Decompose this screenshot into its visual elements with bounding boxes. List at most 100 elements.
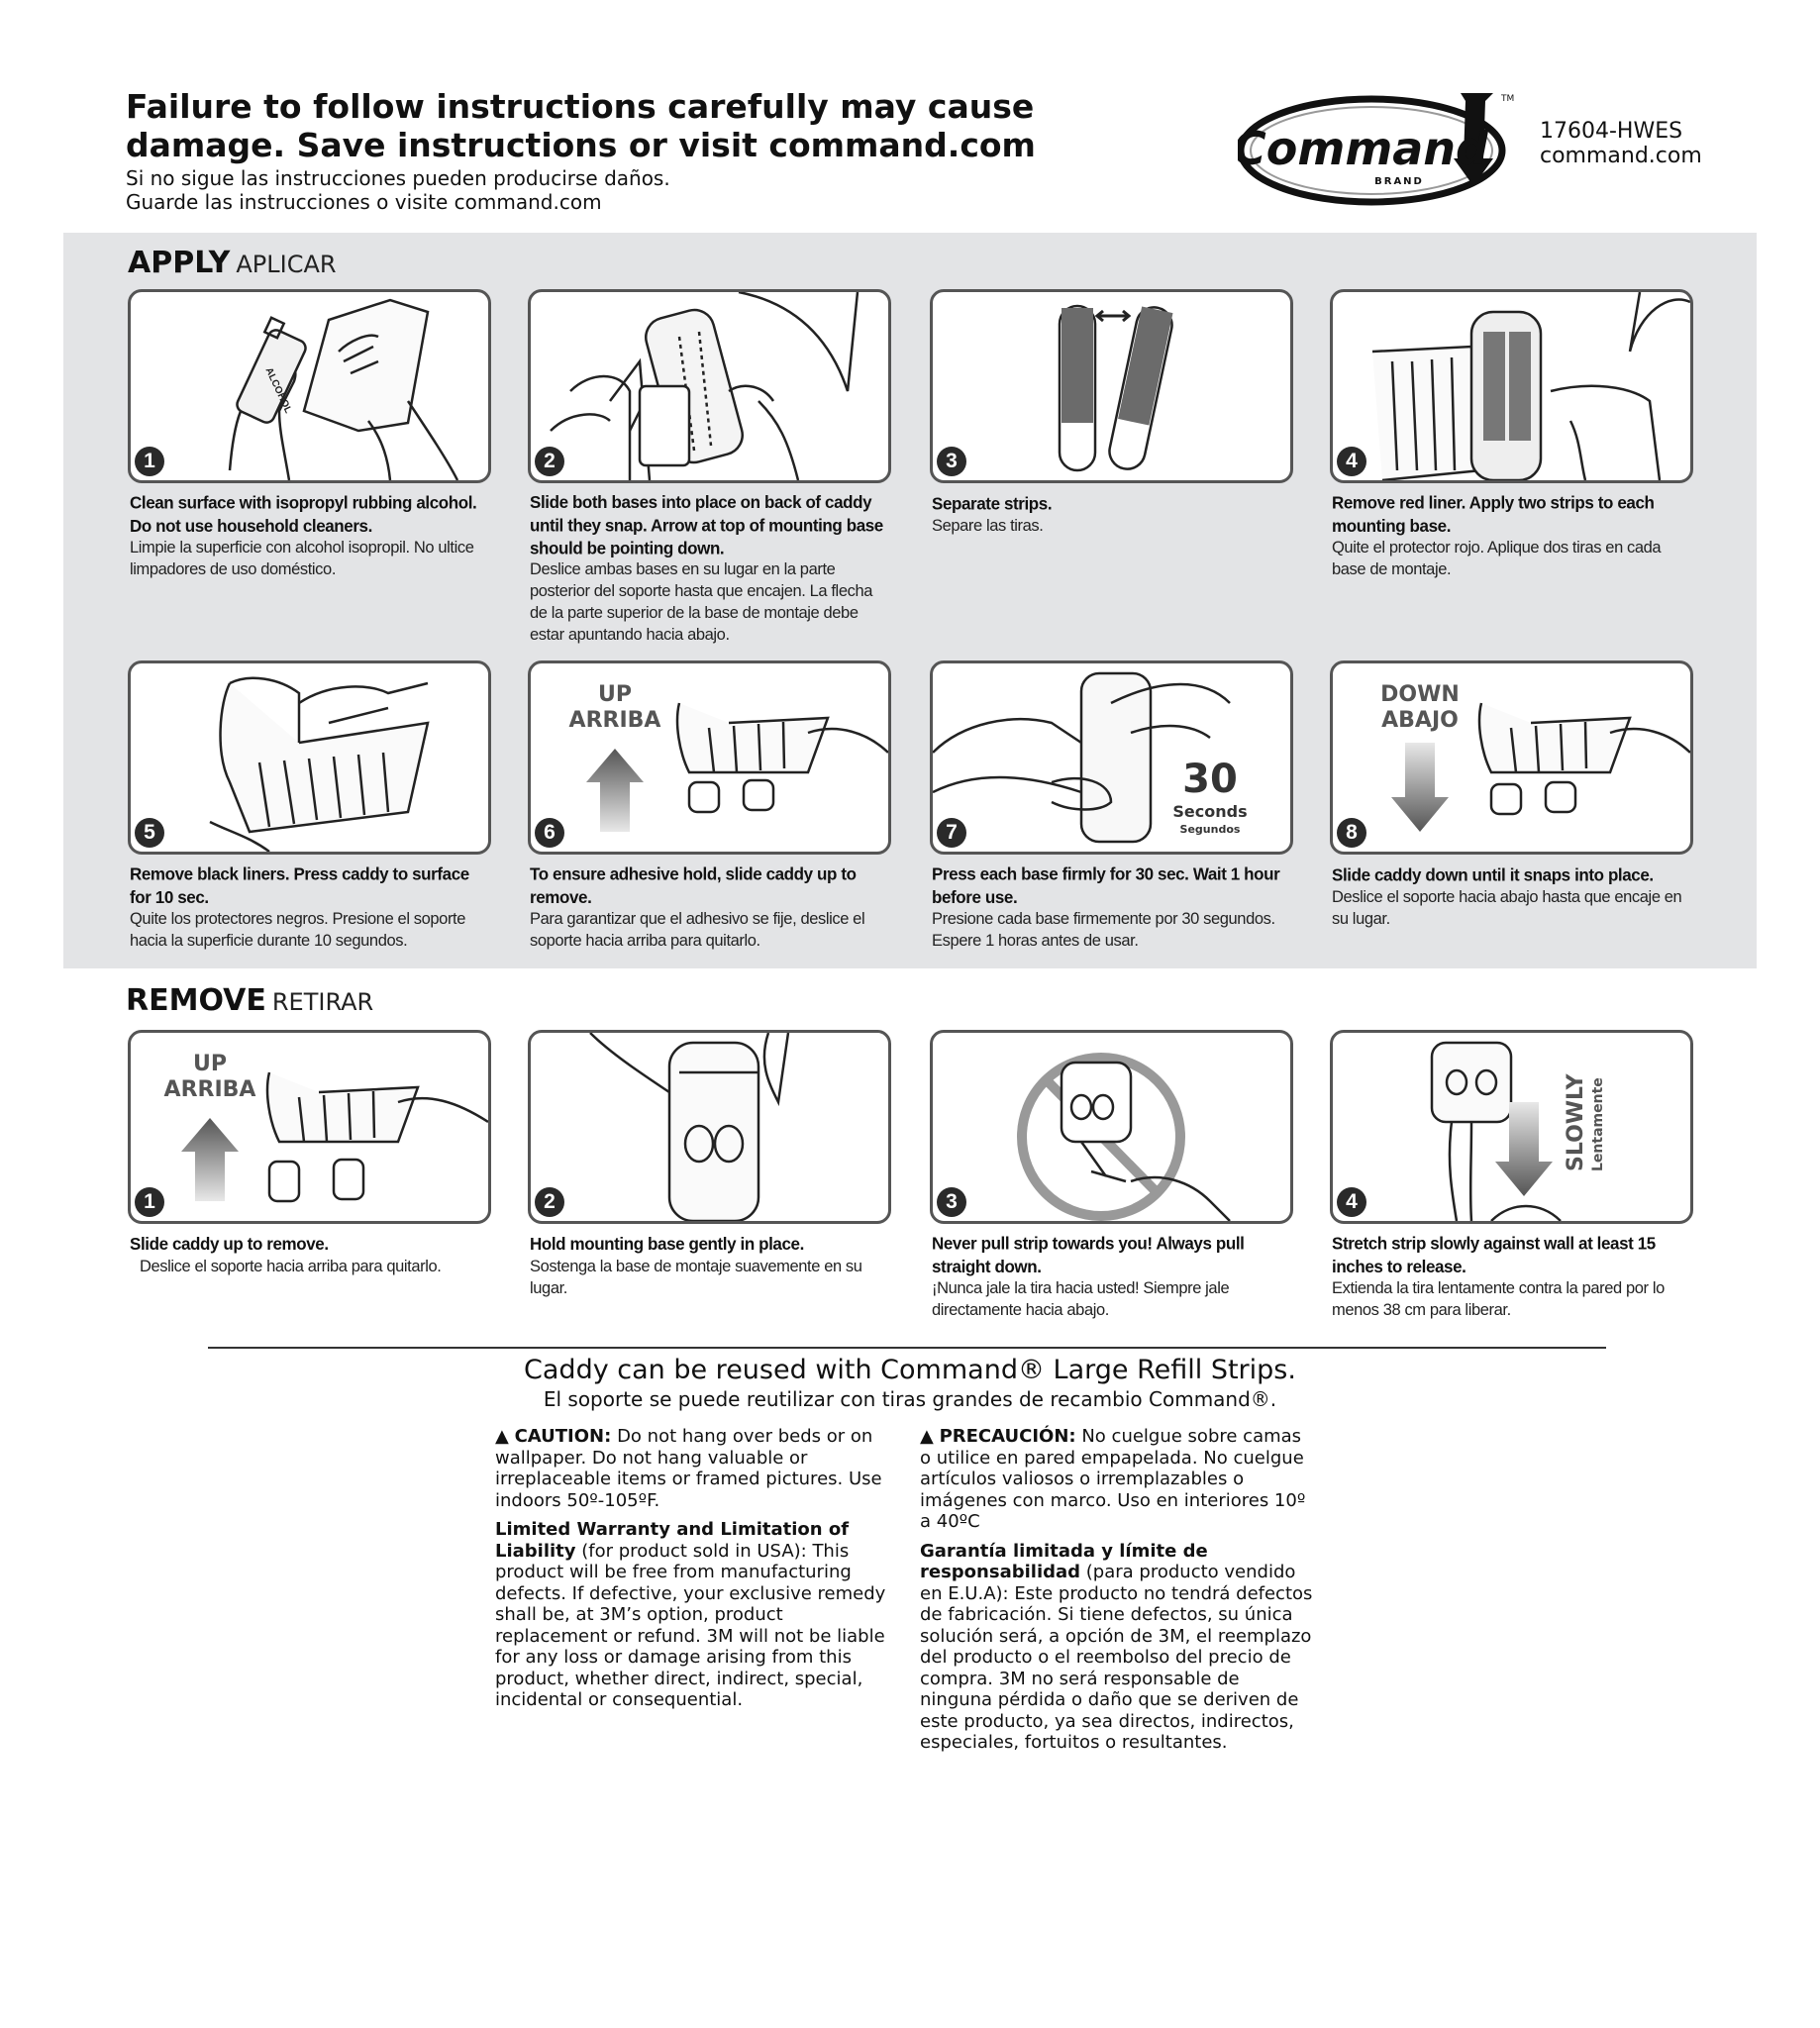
apply-step-8: DOWN ABAJO 8 Slide caddy down until it s… bbox=[1330, 660, 1693, 930]
remove-step-4-caption-en: Stretch strip slowly against wall at lea… bbox=[1332, 1233, 1656, 1276]
apply-step-1-caption-es: Limpie la superficie con alcohol isoprop… bbox=[130, 539, 474, 578]
warning-icon: ▲ bbox=[495, 1426, 509, 1447]
caution-label-es: PRECAUCIÓN: bbox=[939, 1426, 1076, 1447]
apply-step-2-caption-es: Deslice ambas bases en su lugar en la pa… bbox=[530, 560, 872, 644]
brand-website: command.com bbox=[1540, 144, 1702, 168]
svg-text:ABAJO: ABAJO bbox=[1381, 708, 1459, 733]
remove-step-4-illustration: SLOWLY Lentamente 4 bbox=[1330, 1030, 1693, 1224]
apply-step-4-caption-en: Remove red liner. Apply two strips to ea… bbox=[1332, 492, 1655, 536]
apply-step-3-caption-es: Separe las tiras. bbox=[932, 517, 1044, 535]
header: Failure to follow instructions carefully… bbox=[126, 87, 1116, 214]
svg-text:TM: TM bbox=[1500, 94, 1514, 104]
header-subtitle-line1: Si no sigue las instrucciones pueden pro… bbox=[126, 166, 670, 190]
warranty-text-es: (para producto vendido en E.U.A): Este p… bbox=[920, 1562, 1313, 1753]
remove-step-1-caption-en: Slide caddy up to remove. bbox=[130, 1234, 329, 1255]
apply-step-7-caption-es: Presione cada base firmemente por 30 seg… bbox=[932, 910, 1275, 950]
svg-text:30: 30 bbox=[1182, 757, 1238, 802]
svg-text:SLOWLY: SLOWLY bbox=[1564, 1072, 1588, 1171]
warranty-text-en: (for product sold in USA): This product … bbox=[495, 1540, 886, 1711]
step-number-badge: 4 bbox=[1337, 1187, 1366, 1217]
apply-step-4-illustration: 4 bbox=[1330, 289, 1693, 483]
remove-step-2-illustration: 2 bbox=[528, 1030, 891, 1224]
apply-step-8-caption-es: Deslice el soporte hacia abajo hasta que… bbox=[1332, 888, 1682, 928]
svg-text:UP: UP bbox=[193, 1052, 227, 1076]
header-subtitle-line2: Guarde las instrucciones o visite comman… bbox=[126, 190, 602, 214]
header-title-line1: Failure to follow instructions carefully… bbox=[126, 87, 1035, 126]
step-number-badge: 1 bbox=[135, 447, 164, 476]
apply-step-6-caption-es: Para garantizar que el adhesivo se fije,… bbox=[530, 910, 865, 950]
logo-info: 17604-HWES command.com bbox=[1540, 119, 1702, 168]
remove-step-1: UP ARRIBA 1 Slide caddy up to remove. De… bbox=[128, 1030, 491, 1277]
apply-step-8-caption-en: Slide caddy down until it snaps into pla… bbox=[1332, 864, 1654, 885]
apply-step-8-illustration: DOWN ABAJO 8 bbox=[1330, 660, 1693, 855]
apply-step-3-caption-en: Separate strips. bbox=[932, 493, 1053, 514]
section-divider bbox=[208, 1347, 1606, 1349]
caution-label-en: CAUTION: bbox=[514, 1426, 612, 1447]
header-title-line2: damage. Save instructions or visit comma… bbox=[126, 126, 1036, 164]
caution-text-en: Do not hang over beds or on wallpaper. D… bbox=[495, 1426, 882, 1511]
step-number-badge: 7 bbox=[937, 818, 966, 848]
remove-step-2-caption-en: Hold mounting base gently in place. bbox=[530, 1234, 804, 1255]
apply-step-5-caption-es: Quite los protectores negros. Presione e… bbox=[130, 910, 466, 950]
apply-step-6-caption-en: To ensure adhesive hold, slide caddy up … bbox=[530, 863, 857, 907]
remove-step-3-illustration: 3 bbox=[930, 1030, 1293, 1224]
svg-text:Seconds: Seconds bbox=[1172, 802, 1247, 821]
svg-text:DOWN: DOWN bbox=[1380, 682, 1460, 707]
apply-step-1: ALCOHOL 1 Clean surface with isopropyl r… bbox=[128, 289, 491, 580]
reuse-note-es: El soporte se puede reutilizar con tiras… bbox=[543, 1387, 1277, 1411]
step-number-badge: 2 bbox=[535, 447, 564, 476]
remove-step-3-caption-es: ¡Nunca jale la tira hacia usted! Siempre… bbox=[932, 1279, 1230, 1319]
svg-text:Segundos: Segundos bbox=[1180, 823, 1241, 836]
caution-es: ▲ PRECAUCIÓN: No cuelgue sobre camas o u… bbox=[920, 1426, 1316, 1533]
step-number-badge: 3 bbox=[937, 447, 966, 476]
step-number-badge: 8 bbox=[1337, 818, 1366, 848]
caution-column-en: ▲ CAUTION: Do not hang over beds or on w… bbox=[495, 1426, 891, 1719]
apply-step-7: 30 Seconds Segundos 7 Press each base fi… bbox=[930, 660, 1293, 952]
apply-step-6-illustration: UP ARRIBA 6 bbox=[528, 660, 891, 855]
svg-text:Lentamente: Lentamente bbox=[1590, 1077, 1606, 1171]
svg-text:ARRIBA: ARRIBA bbox=[164, 1077, 256, 1102]
step-number-badge: 5 bbox=[135, 818, 164, 848]
apply-step-1-illustration: ALCOHOL 1 bbox=[128, 289, 491, 483]
remove-step-2-caption-es: Sostenga la base de montaje suavemente e… bbox=[530, 1258, 862, 1297]
remove-step-3-caption-en: Never pull strip towards you! Always pul… bbox=[932, 1233, 1245, 1276]
remove-step-4: SLOWLY Lentamente 4 Stretch strip slowly… bbox=[1330, 1030, 1693, 1321]
warning-icon: ▲ bbox=[920, 1426, 934, 1447]
apply-step-3: 3 Separate strips. Separe las tiras. bbox=[930, 289, 1293, 537]
step-number-badge: 4 bbox=[1337, 447, 1366, 476]
step-number-badge: 3 bbox=[937, 1187, 966, 1217]
apply-step-3-illustration: 3 bbox=[930, 289, 1293, 483]
caution-text-es: No cuelgue sobre camas o utilice en pare… bbox=[920, 1426, 1306, 1532]
apply-step-7-caption-en: Press each base firmly for 30 sec. Wait … bbox=[932, 863, 1280, 907]
apply-step-5-caption-en: Remove black liners. Press caddy to surf… bbox=[130, 863, 469, 907]
step-number-badge: 6 bbox=[535, 818, 564, 848]
remove-step-2: 2 Hold mounting base gently in place. So… bbox=[528, 1030, 891, 1299]
svg-text:BRAND: BRAND bbox=[1374, 176, 1424, 187]
remove-step-1-illustration: UP ARRIBA 1 bbox=[128, 1030, 491, 1224]
svg-text:ARRIBA: ARRIBA bbox=[569, 708, 661, 733]
svg-text:UP: UP bbox=[598, 682, 632, 707]
caution-column-es: ▲ PRECAUCIÓN: No cuelgue sobre camas o u… bbox=[920, 1426, 1316, 1762]
warranty-label-en: Limited Warranty and Limitation of Liabi… bbox=[495, 1519, 850, 1562]
apply-step-4: 4 Remove red liner. Apply two strips to … bbox=[1330, 289, 1693, 580]
apply-step-7-illustration: 30 Seconds Segundos 7 bbox=[930, 660, 1293, 855]
apply-step-6: UP ARRIBA 6 To ensure adhesive hold, sli… bbox=[528, 660, 891, 952]
caution-en: ▲ CAUTION: Do not hang over beds or on w… bbox=[495, 1426, 891, 1511]
apply-step-1-caption-en: Clean surface with isopropyl rubbing alc… bbox=[130, 492, 477, 536]
remove-step-3: 3 Never pull strip towards you! Always p… bbox=[930, 1030, 1293, 1321]
warranty-label-es: Garantía limitada y límite de responsabi… bbox=[920, 1540, 1208, 1583]
svg-text:Command: Command bbox=[1238, 122, 1489, 175]
command-logo: Command BRAND TM bbox=[1233, 89, 1525, 208]
warranty-es: Garantía limitada y límite de responsabi… bbox=[920, 1541, 1316, 1754]
reuse-note-en: Caddy can be reused with Command® Large … bbox=[524, 1355, 1296, 1385]
warranty-en: Limited Warranty and Limitation of Liabi… bbox=[495, 1519, 891, 1711]
step-number-badge: 1 bbox=[135, 1187, 164, 1217]
apply-step-2-illustration: 2 bbox=[528, 289, 891, 483]
apply-step-5: 5 Remove black liners. Press caddy to su… bbox=[128, 660, 491, 952]
apply-step-5-illustration: 5 bbox=[128, 660, 491, 855]
product-code: 17604-HWES bbox=[1540, 119, 1683, 144]
step-number-badge: 2 bbox=[535, 1187, 564, 1217]
apply-step-4-caption-es: Quite el protector rojo. Aplique dos tir… bbox=[1332, 539, 1662, 578]
